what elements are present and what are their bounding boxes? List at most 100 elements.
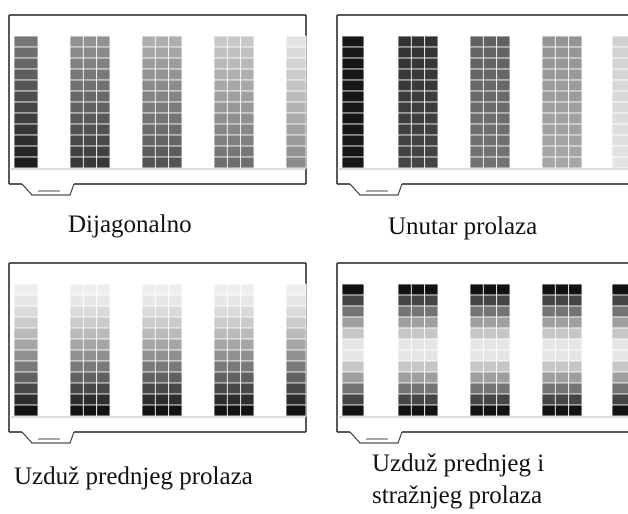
storage-cell bbox=[154, 382, 170, 395]
storage-cell bbox=[496, 305, 511, 318]
storage-cell bbox=[469, 316, 484, 329]
storage-cell bbox=[168, 349, 183, 362]
storage-cell bbox=[226, 294, 242, 307]
storage-cell bbox=[213, 156, 228, 169]
storage-cell bbox=[141, 393, 156, 406]
storage-cell bbox=[554, 360, 570, 373]
storage-cell bbox=[13, 349, 39, 362]
storage-cell bbox=[213, 404, 228, 417]
storage-cell bbox=[496, 90, 511, 103]
storage-rack bbox=[69, 35, 111, 169]
storage-cell bbox=[554, 316, 570, 329]
storage-cell bbox=[226, 134, 242, 147]
entrance-dock bbox=[349, 183, 403, 196]
storage-cell bbox=[13, 35, 39, 48]
storage-cell bbox=[96, 79, 111, 92]
storage-cell bbox=[424, 382, 439, 395]
storage-cell bbox=[213, 46, 228, 59]
storage-cell bbox=[541, 35, 556, 48]
storage-cell bbox=[69, 79, 84, 92]
storage-cell bbox=[568, 79, 583, 92]
storage-cell bbox=[240, 327, 255, 340]
storage-cell bbox=[168, 327, 183, 340]
storage-cell bbox=[240, 101, 255, 114]
storage-cell bbox=[285, 338, 307, 351]
storage-cell bbox=[285, 316, 307, 329]
storage-cell bbox=[154, 79, 170, 92]
storage-cell bbox=[154, 46, 170, 59]
storage-cell bbox=[154, 338, 170, 351]
storage-cell bbox=[154, 393, 170, 406]
storage-cell bbox=[82, 382, 98, 395]
storage-cell bbox=[96, 404, 111, 417]
storage-cell bbox=[496, 360, 511, 373]
storage-cell bbox=[611, 57, 628, 70]
storage-cell bbox=[285, 283, 307, 296]
storage-cell bbox=[141, 371, 156, 384]
storage-cell bbox=[554, 382, 570, 395]
storage-cell bbox=[424, 46, 439, 59]
storage-cell bbox=[226, 316, 242, 329]
storage-cell bbox=[541, 404, 556, 417]
storage-cell bbox=[154, 68, 170, 81]
storage-cell bbox=[554, 404, 570, 417]
storage-cell bbox=[285, 68, 307, 81]
storage-cell bbox=[82, 134, 98, 147]
storage-cell bbox=[285, 371, 307, 384]
storage-cell bbox=[341, 90, 365, 103]
storage-cell bbox=[240, 68, 255, 81]
entrance-dock bbox=[21, 431, 75, 444]
storage-rack bbox=[611, 35, 628, 169]
storage-cell bbox=[410, 371, 426, 384]
storage-cell bbox=[168, 156, 183, 169]
storage-cell bbox=[13, 360, 39, 373]
storage-cell bbox=[341, 35, 365, 48]
panel-front-back-aisle bbox=[336, 262, 628, 444]
storage-cell bbox=[141, 338, 156, 351]
warehouse-layout-front-back-aisle bbox=[336, 262, 628, 444]
storage-cell bbox=[82, 79, 98, 92]
storage-cell bbox=[285, 156, 307, 169]
storage-cell bbox=[541, 101, 556, 114]
storage-cell bbox=[226, 404, 242, 417]
storage-cell bbox=[611, 327, 628, 340]
storage-cell bbox=[469, 360, 484, 373]
storage-cell bbox=[168, 90, 183, 103]
storage-cell bbox=[469, 156, 484, 169]
storage-cell bbox=[240, 79, 255, 92]
storage-cell bbox=[96, 134, 111, 147]
storage-cell bbox=[482, 316, 498, 329]
storage-cell bbox=[568, 68, 583, 81]
storage-cell bbox=[541, 327, 556, 340]
storage-rack bbox=[13, 35, 39, 169]
storage-cell bbox=[397, 101, 412, 114]
storage-cell bbox=[240, 316, 255, 329]
storage-cell bbox=[13, 371, 39, 384]
storage-cell bbox=[424, 327, 439, 340]
storage-cell bbox=[554, 134, 570, 147]
caption-front-aisle: Uzduž prednjeg prolaza bbox=[14, 462, 253, 492]
storage-cell bbox=[141, 145, 156, 158]
storage-cell bbox=[141, 46, 156, 59]
storage-cell bbox=[213, 79, 228, 92]
storage-cell bbox=[96, 360, 111, 373]
storage-rack bbox=[541, 35, 583, 169]
storage-cell bbox=[141, 134, 156, 147]
storage-cell bbox=[611, 156, 628, 169]
storage-cell bbox=[469, 123, 484, 136]
storage-cell bbox=[611, 338, 628, 351]
storage-cell bbox=[154, 123, 170, 136]
storage-cell bbox=[554, 156, 570, 169]
storage-cell bbox=[424, 349, 439, 362]
storage-cell bbox=[13, 316, 39, 329]
storage-cell bbox=[213, 57, 228, 70]
storage-cell bbox=[424, 68, 439, 81]
storage-cell bbox=[226, 338, 242, 351]
storage-cell bbox=[141, 112, 156, 125]
storage-cell bbox=[226, 349, 242, 362]
storage-cell bbox=[611, 79, 628, 92]
layout-content bbox=[336, 262, 628, 444]
storage-cell bbox=[168, 35, 183, 48]
storage-cell bbox=[154, 57, 170, 70]
storage-cell bbox=[568, 371, 583, 384]
